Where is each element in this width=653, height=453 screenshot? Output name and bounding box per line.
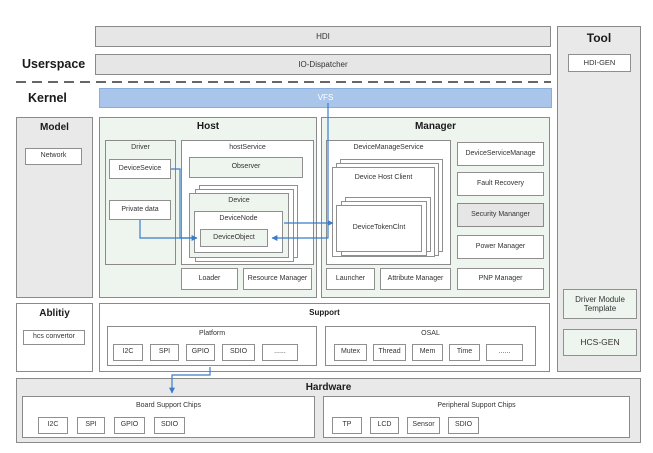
peripheral-chip-4: SDIO <box>448 417 479 434</box>
osal-chip-3: Mem <box>412 344 443 361</box>
device-service-box: DeviceSevice <box>109 159 171 179</box>
ability-title: Ablitiy <box>39 308 70 319</box>
launcher-box: Launcher <box>326 268 375 290</box>
peripheral-chip-3: Sensor <box>407 417 440 434</box>
device-token-clnt-box: DeviceTokenClnt <box>336 205 422 252</box>
driver-title: Driver <box>131 144 150 151</box>
loader-box: Loader <box>181 268 238 290</box>
support-title: Support <box>309 308 340 317</box>
host-service-title: hostService <box>229 144 266 151</box>
device-host-client-title: Device Host Client <box>354 174 413 181</box>
resource-manager-box: Resource Manager <box>243 268 312 290</box>
platform-title: Platform <box>198 330 226 337</box>
fault-recovery-box: Fault Recovery <box>457 172 544 196</box>
board-support-title: Board Support Chips <box>136 402 201 409</box>
hdi-bar: HDI <box>95 26 551 47</box>
model-title: Model <box>40 122 69 133</box>
platform-chip-2: SPI <box>150 344 179 361</box>
driver-module-template-box: Driver Module Template <box>563 289 637 319</box>
peripheral-support-title: Peripheral Support Chips <box>437 402 516 409</box>
private-data-box: Private data <box>109 200 171 220</box>
io-dispatcher-bar: IO-Dispatcher <box>95 54 551 75</box>
vfs-to-device-object-arrow <box>271 103 329 241</box>
model-panel: Model <box>16 117 93 298</box>
peripheral-chip-2: LCD <box>370 417 399 434</box>
board-chip-2: SPI <box>77 417 105 434</box>
osal-chip-4: Time <box>449 344 480 361</box>
userspace-label: Userspace <box>22 57 86 71</box>
security-manager-box: Security Mananger <box>457 203 544 227</box>
peripheral-chip-1: TP <box>332 417 362 434</box>
osal-chip-5: ...... <box>486 344 523 361</box>
board-chip-1: I2C <box>38 417 68 434</box>
private-data-to-device-object-line <box>139 220 197 239</box>
hardware-title: Hardware <box>305 382 352 393</box>
device-service-manage-box: DeviceServiceManage <box>457 142 544 166</box>
host-title: Host <box>196 121 220 132</box>
board-chip-4: SDIO <box>154 417 185 434</box>
kernel-label: Kernel <box>28 91 67 105</box>
power-manager-box: Power Manager <box>457 235 544 259</box>
platform-chip-4: SDIO <box>222 344 255 361</box>
hcs-gen-box: HCS-GEN <box>563 329 637 356</box>
network-box: Network <box>25 148 82 165</box>
device-manage-service-title: DeviceManageService <box>353 144 424 151</box>
platform-to-board-arrow <box>169 367 211 394</box>
hcs-convertor-box: hcs convertor <box>23 330 85 345</box>
manager-title: Manager <box>414 121 457 132</box>
attribute-manager-box: Attribute Manager <box>380 268 451 290</box>
hdi-gen-box: HDI-GEN <box>568 54 631 72</box>
vfs-bar: VFS <box>99 88 552 108</box>
device-service-to-device-object-arrow <box>171 168 198 241</box>
device-title: Device <box>228 197 250 204</box>
platform-chip-5: ...... <box>262 344 298 361</box>
tool-title: Tool <box>586 31 612 45</box>
device-node-title: DeviceNode <box>219 215 258 222</box>
platform-chip-1: I2C <box>113 344 143 361</box>
osal-chip-2: Thread <box>373 344 406 361</box>
observer-box: Observer <box>189 157 303 178</box>
pnp-manager-box: PNP Manager <box>457 268 544 290</box>
board-chip-3: GPIO <box>114 417 145 434</box>
device-object-box: DeviceObject <box>200 229 268 247</box>
platform-chip-3: GPIO <box>186 344 215 361</box>
osal-title: OSAL <box>421 330 440 337</box>
osal-chip-1: Mutex <box>334 344 367 361</box>
